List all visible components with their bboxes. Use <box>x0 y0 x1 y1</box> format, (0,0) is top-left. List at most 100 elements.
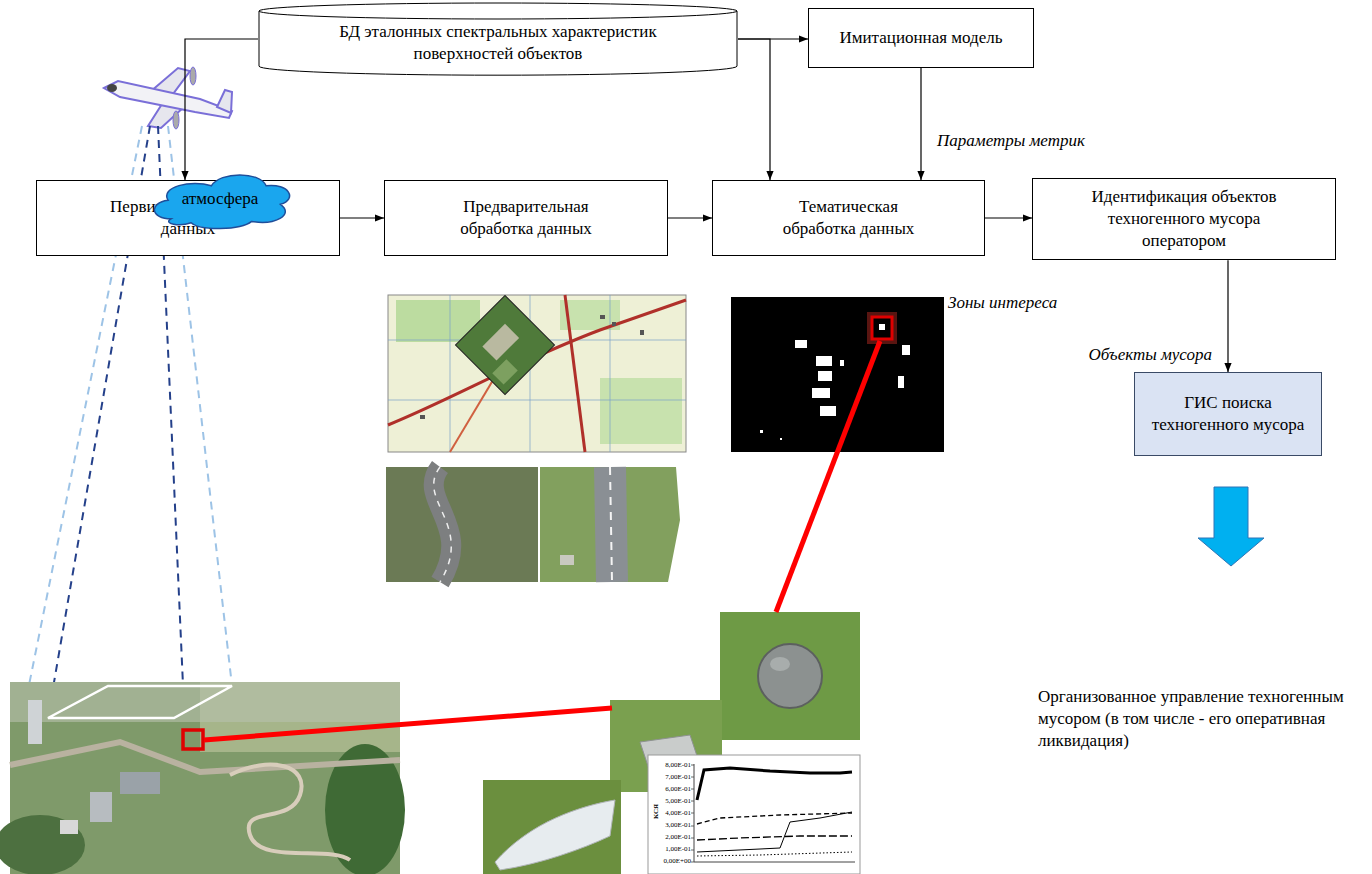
axis-tick-label: 6,00E-01 <box>659 785 691 794</box>
spectral-chart <box>697 768 852 800</box>
topographic-map <box>450 295 451 452</box>
road-photos <box>610 467 612 582</box>
thematic-map-image <box>818 371 832 381</box>
cylinder-top <box>259 3 737 19</box>
thematic-map-image <box>780 438 782 440</box>
axis-tick-label: 7,00E-01 <box>659 773 691 782</box>
topographic-map <box>420 415 425 419</box>
thematic-map-image <box>731 297 944 452</box>
arrow-connector <box>738 39 770 180</box>
axis-tick-label: 3,00E-01 <box>659 821 691 830</box>
aerial-photo <box>0 815 85 874</box>
topographic-map <box>600 315 605 319</box>
process-box: Имитационная модель <box>808 8 1034 68</box>
spectral-chart <box>691 813 694 814</box>
aerial-photo <box>120 772 160 794</box>
topographic-map <box>492 359 517 384</box>
box-label: Тематическая обработка данных <box>774 196 924 240</box>
image-caption: Зоны интереса <box>948 292 1057 314</box>
box-label: ГИС поиска техногенного мусора <box>1148 392 1308 436</box>
edge-label: Параметры метрик <box>935 130 1087 152</box>
aerial-photo <box>0 682 405 874</box>
road-photos <box>668 467 688 582</box>
thematic-map-image <box>820 406 836 416</box>
road-photos <box>386 467 538 582</box>
cloud-shape <box>154 175 289 229</box>
thematic-map-image <box>816 356 832 366</box>
spectral-chart <box>697 812 852 852</box>
airplane <box>104 67 232 129</box>
airplane <box>104 81 232 118</box>
thematic-map-image <box>731 297 944 452</box>
spectral-chart <box>648 755 860 874</box>
red-leader-lines <box>204 341 880 740</box>
result-note: Организованное управление техногенным му… <box>1038 686 1368 752</box>
database-label: БД эталонных спектральных характеристик … <box>308 21 688 65</box>
aerial-photo <box>10 742 400 772</box>
arrow-connector <box>185 39 258 180</box>
airplane <box>190 67 196 85</box>
process-box: Предварительная обработка данных <box>384 180 668 256</box>
thematic-map-image <box>870 315 894 341</box>
arrow-connector <box>985 217 1032 218</box>
cylinder-body <box>259 11 737 75</box>
axis-tick-label: 5,00E-01 <box>659 797 691 806</box>
thematic-map-image <box>902 345 910 355</box>
thematic-map-image <box>840 360 844 366</box>
spectral-chart <box>691 777 694 778</box>
debris-photos <box>483 612 860 874</box>
arrow-connector <box>920 68 921 180</box>
process-box: Идентификация объектов техногенного мусо… <box>1032 178 1336 260</box>
thematic-map-image <box>760 340 910 440</box>
topographic-map <box>610 295 611 452</box>
box-label: Имитационная модель <box>839 27 1002 49</box>
atmosphere-cloud: атмосфера <box>148 166 292 232</box>
aerial-photo <box>90 792 112 822</box>
spectral-chart <box>691 765 694 766</box>
axis-tick-label: 1,00E-01 <box>659 845 691 854</box>
topographic-map <box>612 322 616 326</box>
spectral-chart <box>691 850 694 851</box>
aerial-photo <box>183 730 203 749</box>
red-leader-lines <box>776 341 880 612</box>
spectral-chart <box>697 836 852 840</box>
axis-title: КСЯ <box>652 801 661 823</box>
axis-tick-label: 8,00E-01 <box>659 761 691 770</box>
debris-photos <box>758 644 822 708</box>
airplane <box>173 111 179 129</box>
spectral-chart <box>691 862 694 863</box>
arrow-connector <box>340 217 384 218</box>
spectral-chart <box>691 765 694 862</box>
thematic-map-image <box>812 388 830 398</box>
road-photos <box>610 467 612 582</box>
topographic-map <box>482 324 519 361</box>
thematic-map-image <box>898 376 904 388</box>
red-leader-lines <box>204 708 612 740</box>
spectral-chart <box>697 852 852 856</box>
thematic-map-image <box>879 324 885 330</box>
spectral-chart <box>691 826 694 827</box>
spectral-chart <box>691 801 694 802</box>
topographic-map <box>456 296 555 395</box>
box-label: Предварительная обработка данных <box>446 196 606 240</box>
axis-tick-label: 0,00E+00 <box>659 857 691 866</box>
thematic-map-image <box>795 340 807 348</box>
topographic-map <box>600 378 682 444</box>
database-cylinder: БД эталонных спектральных характеристик … <box>258 2 738 76</box>
process-box: Тематическая обработка данных <box>712 180 985 256</box>
airplane <box>217 90 232 113</box>
debris-photos <box>770 657 790 671</box>
arrow-connector <box>668 217 712 218</box>
aerial-photo <box>230 765 350 860</box>
spectral-chart <box>694 764 855 862</box>
road-photos <box>434 467 452 582</box>
airplane <box>107 84 117 92</box>
thematic-map-image <box>872 317 892 339</box>
edge-label: Объекты мусора <box>1086 344 1214 366</box>
arrow-connector <box>1227 260 1228 372</box>
spectral-chart <box>691 838 694 839</box>
block-arrow <box>1198 487 1264 566</box>
spectral-chart <box>697 813 852 824</box>
spectral-chart <box>648 755 860 874</box>
road-photos <box>560 555 574 565</box>
